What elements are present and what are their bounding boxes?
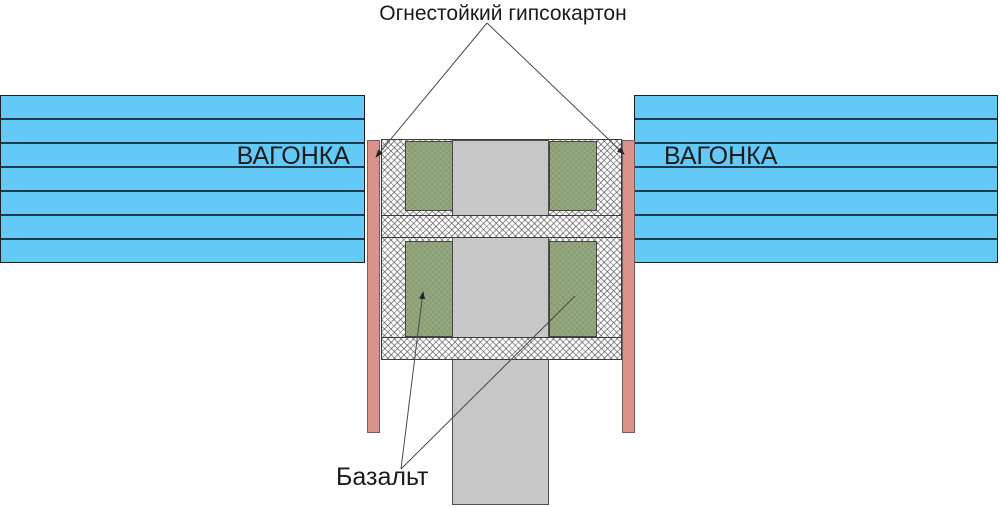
hatched-band-bottom [382,337,621,360]
stud-column [452,140,549,505]
basalt-label: Базальт [336,463,429,491]
drywall-leader-right [486,22,625,155]
paneling-board-right [634,95,998,263]
paneling-label-right: ВАГОНКА [664,142,778,170]
basalt-block-bottom-right [549,241,597,337]
paneling-label-left: ВАГОНКА [236,142,350,170]
hatched-band-middle [382,215,621,238]
drywall-strip-right [622,140,635,433]
drywall-strip-left [367,140,380,433]
basalt-block-top-left [405,141,453,211]
drywall-label: Огнестойкий гипсокартон [379,2,627,25]
drywall-leader-left [375,22,488,158]
basalt-block-bottom-left [405,241,453,337]
paneling-board-left [0,95,365,263]
basalt-block-top-right [549,141,597,211]
